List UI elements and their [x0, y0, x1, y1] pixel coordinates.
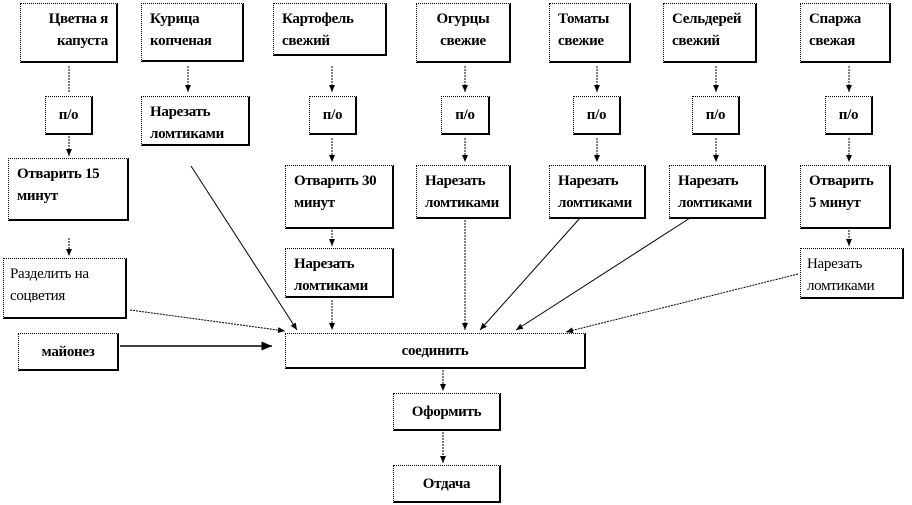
ingredient-celery: Сельдерей свежий [663, 3, 757, 63]
arrow [515, 217, 691, 331]
ingredient-chicken: Курица копченая [141, 3, 244, 62]
step-boil-5: Отварить 5 минут [800, 165, 891, 229]
step-boil-15: Отварить 15 минут [8, 158, 129, 221]
step-combine: соединить [285, 333, 586, 369]
ingredient-cucumbers: Огурцы свежие [416, 3, 511, 63]
step-split-florets: Разделить на соцветия [3, 258, 127, 319]
ingredient-potato: Картофель свежий [273, 3, 387, 56]
step-cleaning: п/о [692, 96, 740, 135]
step-cleaning: п/о [825, 96, 873, 135]
step-slice: Нарезать ломтиками [800, 248, 904, 299]
ingredient-asparagus: Спаржа свежая [800, 3, 891, 63]
step-cleaning: п/о [309, 96, 357, 135]
step-decorate: Оформить [393, 393, 501, 431]
ingredient-cauliflower: Цветна я капуста [20, 3, 118, 63]
arrow [190, 165, 298, 331]
step-serve: Отдача [393, 465, 501, 503]
ingredient-tomatoes: Томаты свежие [549, 3, 631, 63]
step-cleaning: п/о [573, 96, 621, 135]
arrow [479, 217, 581, 331]
step-boil-30: Отварить 30 минут [285, 165, 394, 229]
ingredient-mayonnaise: майонез [18, 333, 119, 371]
step-cleaning: п/о [45, 96, 93, 135]
step-slice: Нарезать ломтиками [141, 96, 250, 146]
step-slice: Нарезать ломтиками [416, 165, 511, 219]
step-cleaning: п/о [441, 96, 490, 135]
step-slice: Нарезать ломтиками [549, 165, 646, 219]
step-slice: Нарезать ломтиками [285, 248, 394, 298]
step-slice: Нарезать ломтиками [669, 165, 766, 219]
arrow [565, 273, 799, 334]
arrow [129, 309, 286, 334]
